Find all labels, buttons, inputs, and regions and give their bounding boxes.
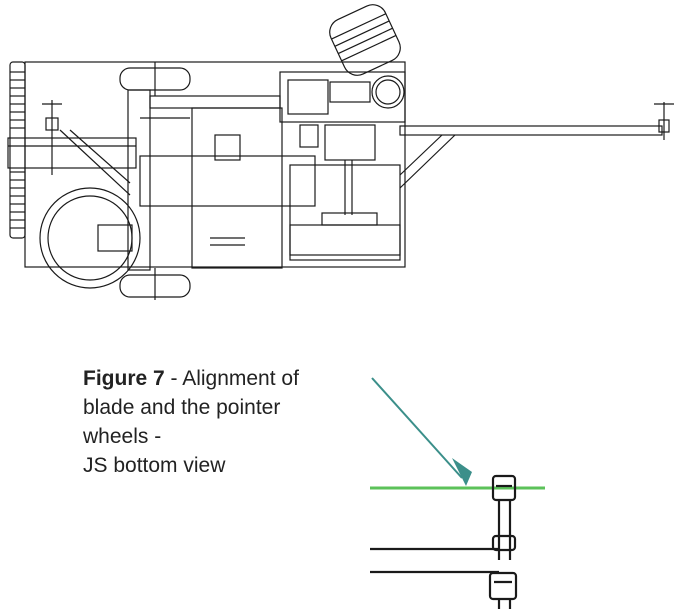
left-pointer-wheel bbox=[42, 100, 62, 175]
bottom-wheel bbox=[119, 268, 191, 300]
large-wheel bbox=[39, 187, 141, 289]
horizontal-beam bbox=[7, 125, 663, 169]
caption-line-2: blade and the pointer bbox=[83, 396, 281, 419]
figure-caption: Figure 7 - Alignment of blade and the po… bbox=[83, 364, 343, 480]
figure-label: Figure 7 bbox=[83, 367, 165, 390]
motor-housing bbox=[279, 71, 406, 123]
caption-line-4: JS bottom view bbox=[83, 454, 226, 477]
main-housing bbox=[24, 61, 406, 268]
caption-line-1-rest: - Alignment of bbox=[164, 367, 299, 390]
cylinder-motor bbox=[329, 4, 401, 76]
detail-inset bbox=[370, 377, 545, 609]
right-pointer-wheel bbox=[654, 102, 674, 140]
left-tread bbox=[9, 61, 26, 239]
top-wheel bbox=[119, 62, 191, 96]
caption-line-3: wheels - bbox=[83, 425, 162, 448]
caption-line-1: Figure 7 - Alignment of bbox=[83, 364, 343, 393]
